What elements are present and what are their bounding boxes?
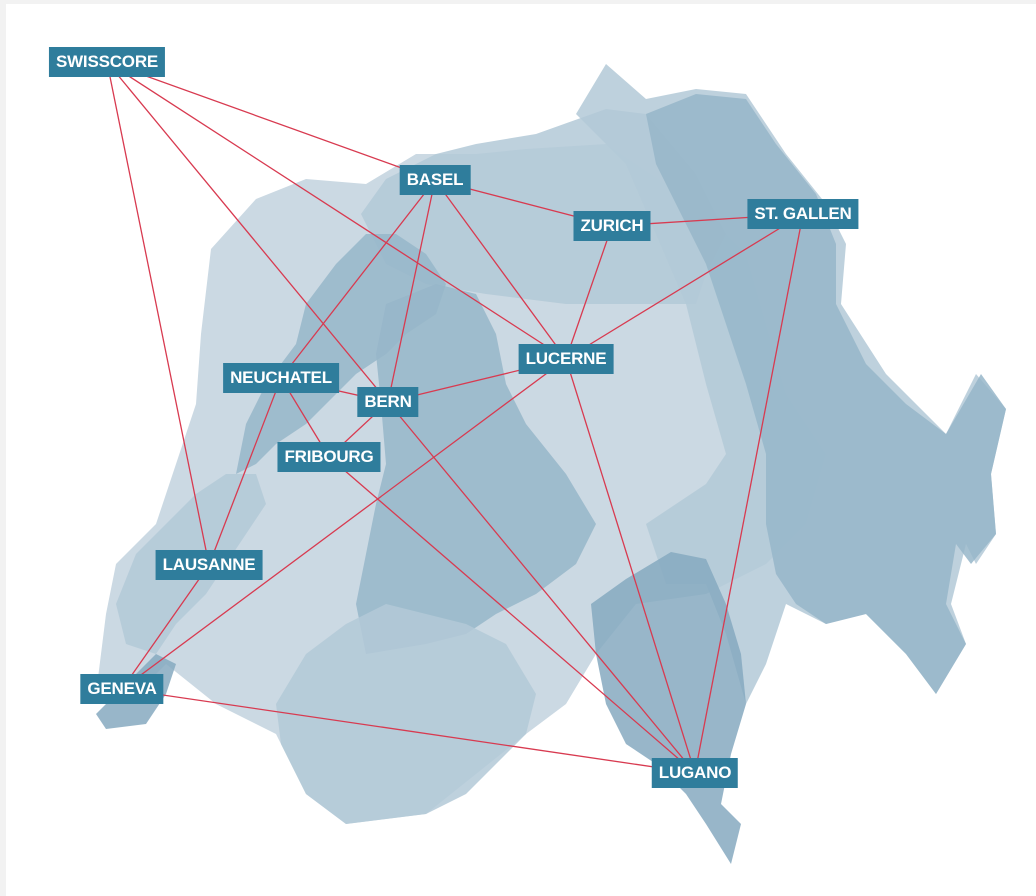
link-swisscore-lucerne [106,61,567,360]
switzerland-regions [96,64,1006,864]
link-st-gallen-lugano [694,213,804,774]
node-neuchatel[interactable]: NEUCHATEL [223,363,339,393]
map-canvas: SWISSCORE BASEL ZURICH ST. GALLEN LUCERN… [6,4,1036,896]
node-fribourg[interactable]: FRIBOURG [277,442,381,472]
links-layer [106,61,804,774]
link-st-gallen-lucerne [565,213,804,360]
node-lucerne[interactable]: LUCERNE [518,344,614,374]
node-geneva[interactable]: GENEVA [80,674,164,704]
link-swisscore-basel [106,61,436,181]
link-basel-neuchatel [280,179,436,379]
node-basel[interactable]: BASEL [399,165,471,195]
region-east-dark [646,94,1006,694]
node-swisscore[interactable]: SWISSCORE [48,47,166,77]
link-fribourg-lugano [328,456,696,774]
link-swisscore-lausanne [106,61,210,566]
region-central [356,284,596,654]
link-lucerne-lugano [565,358,696,774]
node-lugano[interactable]: LUGANO [651,758,739,788]
link-basel-lucerne [434,179,567,360]
link-lucerne-geneva [121,358,567,690]
region-jura [236,234,446,474]
network-map [96,61,1006,864]
link-lausanne-geneva [121,564,210,690]
region-south [591,552,746,864]
node-zurich[interactable]: ZURICH [573,211,651,241]
node-bern[interactable]: BERN [357,387,419,417]
link-geneva-lugano [121,688,696,774]
link-swisscore-bern [106,61,389,403]
link-bern-lugano [387,401,696,774]
node-lausanne[interactable]: LAUSANNE [155,550,263,580]
link-zurich-lucerne [565,225,613,360]
link-basel-bern [387,179,436,403]
node-st-gallen[interactable]: ST. GALLEN [747,199,859,229]
region-southwest [276,604,536,824]
link-neuchatel-lausanne [208,377,282,566]
